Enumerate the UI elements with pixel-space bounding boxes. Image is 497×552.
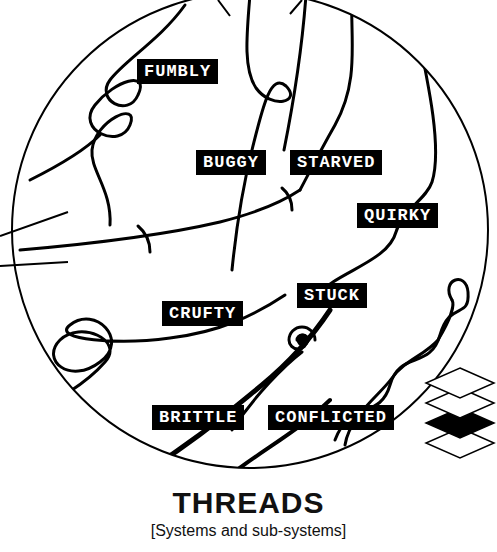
thread (30, 135, 100, 180)
label-text: QUIRKY (364, 205, 431, 226)
label-text: CRUFTY (169, 303, 236, 324)
thread-label: QUIRKY (357, 203, 438, 228)
label-text: STARVED (297, 152, 375, 173)
thread-label: CRUFTY (162, 301, 243, 326)
label-text: BUGGY (203, 152, 259, 173)
thread (20, 190, 300, 250)
label-text: CONFLICTED (275, 407, 387, 428)
label-text: BRITTLE (159, 407, 237, 428)
thread (140, 310, 330, 475)
diagram-title: THREADS (0, 486, 497, 520)
layer-stack (426, 368, 494, 458)
thread (90, 5, 185, 225)
pointer-tail (218, 0, 302, 16)
diagram-caption: [Systems and sub-systems] (0, 520, 497, 542)
thread (284, 0, 306, 150)
pointer-tail (0, 212, 68, 266)
thread-chevron (138, 226, 150, 252)
thread-label: CONFLICTED (268, 405, 394, 430)
layer-diamond (426, 368, 494, 398)
thread-label: BUGGY (196, 150, 266, 175)
thread-label: STARVED (290, 150, 382, 175)
thread-group (15, 0, 468, 475)
title-block: THREADS[Systems and sub-systems] (0, 486, 497, 542)
thread (232, 0, 291, 270)
thread-label: STUCK (297, 283, 367, 308)
label-text: FUMBLY (144, 61, 211, 82)
system-circle (12, 0, 488, 468)
thread-label: BRITTLE (152, 405, 244, 430)
thread-chevron (282, 188, 292, 210)
label-text: STUCK (304, 285, 360, 306)
thread-label: FUMBLY (137, 59, 218, 84)
